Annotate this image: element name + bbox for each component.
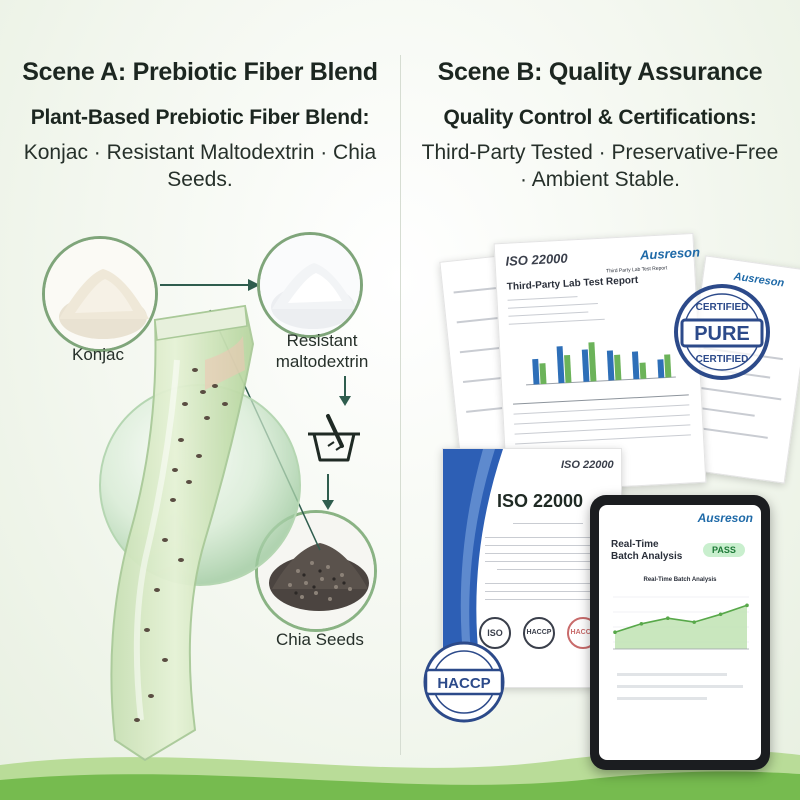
tablet-title: Real-Time Batch Analysis — [611, 539, 683, 562]
stamp-center-text: PURE — [694, 323, 750, 345]
stamp-top-text: CERTIFIED — [696, 302, 749, 313]
lab-chart-bar — [631, 351, 640, 380]
lab-chart-bar — [556, 346, 565, 384]
pass-badge: PASS — [703, 543, 745, 557]
scene-a-subtitle: Plant-Based Prebiotic Fiber Blend: — [30, 106, 370, 129]
certificate-title: ISO 22000 — [497, 491, 584, 511]
maltodextrin-powder-image — [257, 232, 363, 338]
haccp-badge-text: HACCP — [437, 675, 490, 692]
batch-analysis-area-chart — [613, 596, 749, 650]
lab-chart-bar — [588, 342, 597, 382]
lab-chart-bar — [606, 350, 615, 381]
batch-analysis-area — [615, 605, 747, 649]
konjac-label: Konjac — [72, 345, 124, 364]
arrow-down-icon — [339, 376, 351, 406]
lab-chart-bar — [657, 359, 665, 378]
batch-analysis-point — [718, 612, 723, 617]
lab-chart-bar — [539, 363, 547, 385]
batch-analysis-point — [639, 622, 644, 626]
lab-chart-bar — [581, 349, 590, 382]
batch-analysis-point — [745, 603, 749, 608]
lab-report-bar-chart — [526, 342, 676, 386]
scene-a: Scene A: Prebiotic Fiber Blend Plant-Bas… — [22, 58, 378, 762]
pure-certified-stamp: PURE CERTIFIED CERTIFIED — [674, 284, 770, 380]
arrow-down-icon — [322, 474, 334, 510]
tablet-screen: Ausreson Real-Time Batch Analysis PASS R… — [599, 505, 761, 760]
lab-chart-bar — [564, 354, 572, 383]
stamp-bottom-text: CERTIFIED — [696, 354, 749, 365]
batch-analysis-line — [614, 604, 748, 633]
haccp-badge: HACCP — [423, 641, 505, 723]
chia-seeds-label: Chia Seeds — [276, 630, 364, 649]
lab-chart-bar — [639, 362, 647, 379]
scene-b-title: Scene B: Quality Assurance — [437, 58, 763, 86]
maltodextrin-label: Resistant maltodextrin — [275, 331, 369, 371]
report-brand-logo: Ausreson — [639, 244, 701, 263]
scene-a-title: Scene A: Prebiotic Fiber Blend — [22, 58, 378, 86]
certificate-iso-logo: ISO 22000 — [561, 459, 614, 471]
konjac-powder-image — [42, 236, 158, 352]
tablet-chart-title: Real-Time Batch Analysis — [643, 577, 717, 583]
scene-a-description: Konjac · Resistant Maltodextrin · Chia S… — [23, 141, 377, 191]
tablet-brand: Ausreson — [697, 511, 753, 525]
scene-b-subtitle: Quality Control & Certifications: — [443, 106, 757, 129]
lab-chart-bar — [664, 354, 672, 378]
mixing-bowl-icon — [308, 414, 360, 462]
scene-divider — [400, 55, 401, 755]
scene-b: Scene B: Quality Assurance Quality Contr… — [400, 0, 800, 800]
batch-analysis-point — [613, 630, 617, 634]
batch-analysis-point — [692, 620, 696, 624]
report-small-heading: Third Party Lab Test Report — [606, 265, 668, 275]
iso-seal: ISO — [479, 617, 511, 649]
fiber-gel-stick-pack — [110, 304, 255, 762]
certificate-blue-band — [443, 449, 503, 687]
arrow-right-icon — [160, 279, 260, 291]
tablet-device: Ausreson Real-Time Batch Analysis PASS R… — [590, 495, 770, 770]
haccp-seal: HACCP — [523, 617, 555, 649]
scene-b-description: Third-Party Tested · Preservative-Free ·… — [421, 141, 779, 191]
lab-chart-bar — [614, 354, 622, 381]
report-title: Third-Party Lab Test Report — [506, 274, 639, 293]
lab-test-report-document: ISO 22000 Third Party Lab Test Report Th… — [493, 232, 707, 494]
report-iso-logo: ISO 22000 — [505, 250, 569, 269]
batch-analysis-point — [666, 616, 670, 620]
lab-chart-bar — [532, 358, 540, 385]
